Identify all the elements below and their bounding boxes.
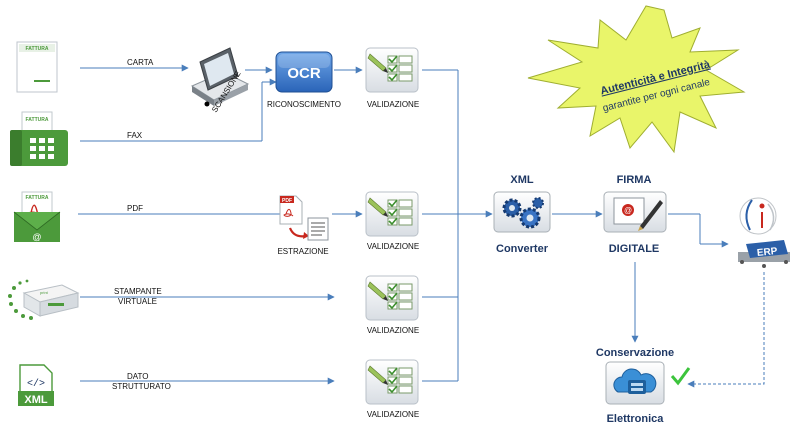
scanner-icon bbox=[190, 47, 250, 107]
validation-checklist-icon-1 bbox=[365, 47, 419, 93]
virtual-printer-icon: print bbox=[8, 279, 80, 320]
label-dato-1: DATO bbox=[127, 372, 148, 381]
pdf-fattura-label: FATTURA bbox=[26, 195, 49, 201]
at-seal-icon: @ bbox=[624, 206, 632, 215]
ocr-box: OCR bbox=[275, 51, 333, 93]
label-pdf: PDF bbox=[127, 204, 143, 213]
label-stampante-1: STAMPANTE bbox=[114, 287, 162, 296]
label-dato-2: STRUTTURATO bbox=[112, 382, 171, 391]
pdf-mail-icon: FATTURA @ bbox=[13, 191, 61, 242]
starburst-callout bbox=[527, 5, 746, 154]
validation-checklist-icon-3 bbox=[365, 275, 419, 321]
fax-icon: FATTURA bbox=[10, 111, 68, 166]
firma-title: FIRMA bbox=[617, 174, 652, 186]
code-brackets-icon: </> bbox=[27, 378, 45, 390]
conservazione-title: Conservazione bbox=[596, 347, 674, 359]
label-carta: CARTA bbox=[127, 58, 154, 67]
fax-fattura-label: FATTURA bbox=[26, 117, 49, 123]
digitale-label: DIGITALE bbox=[609, 243, 660, 255]
xml-file-icon: </> XML bbox=[18, 364, 54, 406]
checkmark-icon bbox=[670, 367, 691, 386]
pdf-extraction-icon: PDF bbox=[279, 195, 329, 241]
label-estrazione: ESTRAZIONE bbox=[277, 247, 328, 256]
label-validazione-2: VALIDAZIONE bbox=[367, 242, 419, 251]
invoice-paper-icon: FATTURA bbox=[16, 41, 58, 93]
pdf-badge: PDF bbox=[282, 198, 292, 204]
label-stampante-2: VIRTUALE bbox=[118, 297, 157, 306]
flow-lines bbox=[78, 64, 765, 388]
ocr-label: OCR bbox=[287, 65, 321, 82]
erp-logo-icon bbox=[739, 197, 777, 235]
label-riconoscimento: RICONOSCIMENTO bbox=[267, 100, 341, 109]
validation-checklist-icon-2 bbox=[365, 191, 419, 237]
converter-label: Converter bbox=[496, 243, 549, 255]
elettronica-label: Elettronica bbox=[607, 413, 665, 425]
fattura-label: FATTURA bbox=[26, 46, 49, 52]
label-validazione-1: VALIDAZIONE bbox=[367, 100, 419, 109]
digital-signature-icon: @ bbox=[603, 191, 667, 233]
label-validazione-3: VALIDAZIONE bbox=[367, 326, 419, 335]
printer-tag: print bbox=[40, 290, 49, 295]
gears-converter-icon bbox=[493, 191, 551, 233]
cloud-storage-icon bbox=[605, 361, 665, 405]
erp-label: ERP bbox=[756, 246, 778, 259]
label-validazione-4: VALIDAZIONE bbox=[367, 410, 419, 419]
label-fax: FAX bbox=[127, 131, 143, 140]
erp-badge-icon: ERP bbox=[738, 240, 790, 268]
arrow-erp-conservazione bbox=[687, 272, 765, 388]
xml-badge: XML bbox=[24, 394, 48, 406]
validation-checklist-icon-4 bbox=[365, 359, 419, 405]
xml-title: XML bbox=[510, 174, 534, 186]
at-sign-icon: @ bbox=[32, 232, 41, 242]
